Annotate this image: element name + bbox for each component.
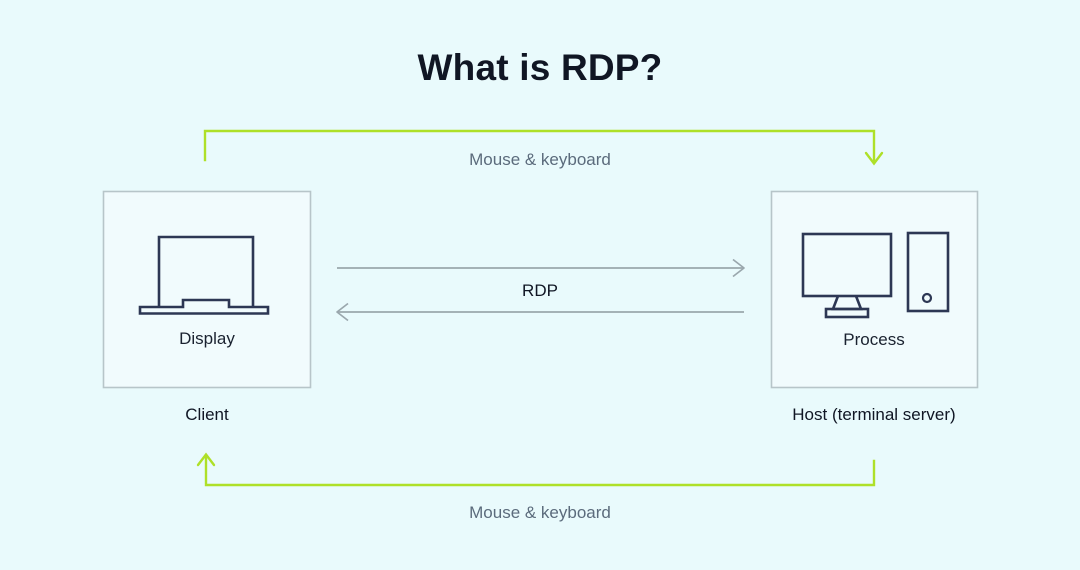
client-node-box	[102, 190, 312, 389]
mouse-keyboard-top-label: Mouse & keyboard	[469, 150, 611, 169]
client-inner-label: Display	[179, 329, 235, 348]
laptop-icon	[138, 235, 270, 315]
host-inner-label: Process	[843, 330, 905, 349]
rdp-label: RDP	[522, 281, 558, 300]
rdp-reverse-arrow	[336, 302, 744, 322]
host-node-box	[770, 190, 979, 389]
rdp-forward-arrow	[337, 258, 745, 278]
desktop-computer-icon	[801, 231, 950, 319]
client-caption: Client	[185, 405, 229, 424]
mouse-keyboard-bottom-label: Mouse & keyboard	[469, 503, 611, 522]
mouse-keyboard-bottom-arrow	[196, 452, 876, 487]
mouse-keyboard-top-arrow	[203, 129, 884, 166]
page-title: What is RDP?	[417, 47, 663, 88]
host-caption: Host (terminal server)	[792, 405, 956, 424]
